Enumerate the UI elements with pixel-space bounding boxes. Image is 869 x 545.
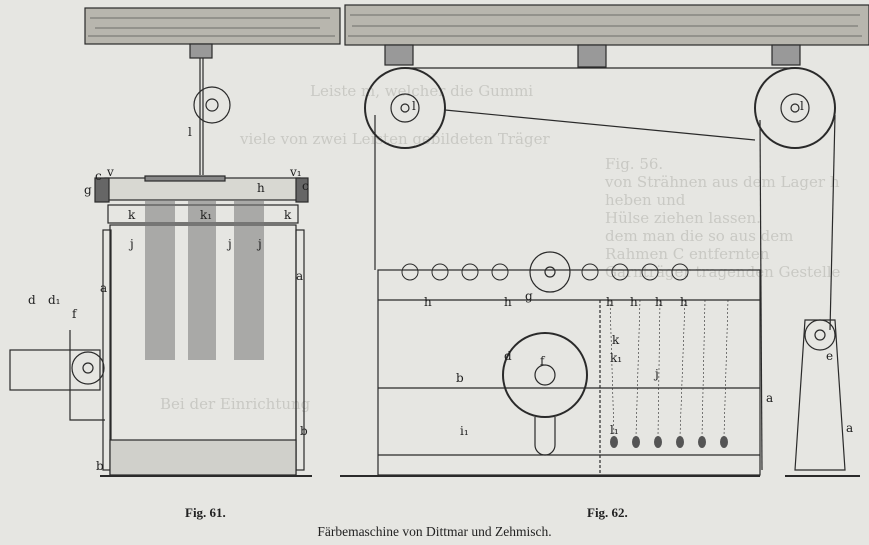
label: e	[826, 349, 834, 363]
drive-wheel	[502, 332, 588, 418]
pulley	[193, 86, 231, 124]
label: b	[96, 459, 104, 473]
label: b	[456, 371, 464, 385]
bleed-line: Hülse ziehen lassen.	[605, 209, 761, 227]
bleed-line: Leiste m, welcher die Gummi	[310, 82, 534, 100]
label: b	[300, 424, 308, 438]
figure-62-label: Fig. 62.	[587, 505, 628, 520]
label: a	[296, 269, 304, 283]
bleed-line: dem man die so aus dem Rahmen C entfernt…	[605, 227, 794, 263]
label: l	[188, 125, 192, 139]
wooden-beam	[84, 7, 341, 45]
label: i₁	[460, 424, 469, 438]
label: v	[107, 165, 114, 179]
bleed-line: viele von zwei Leisten gebildeten Träger	[240, 130, 550, 148]
figure-61-label: Fig. 61.	[185, 505, 226, 520]
label: h	[680, 295, 688, 309]
label: j	[655, 367, 659, 381]
label: k	[612, 333, 620, 347]
gear-g	[529, 251, 571, 293]
bleed-line: von Strähnen aus dem Lager h heben und	[605, 173, 840, 209]
label: f	[72, 307, 77, 321]
label: d₁	[48, 293, 61, 307]
label: h	[504, 295, 512, 309]
bleed-column: Fig. 56. von Strähnen aus dem Lager h he…	[605, 155, 860, 281]
label: f	[540, 354, 545, 368]
label: h	[655, 295, 663, 309]
label: c	[302, 179, 309, 193]
label: c	[95, 169, 102, 183]
label: g	[525, 289, 533, 303]
pulley-right	[754, 67, 836, 149]
label: a	[846, 421, 854, 435]
label: g	[84, 183, 92, 197]
label: d	[504, 349, 512, 363]
label: h	[630, 295, 638, 309]
label: d	[28, 293, 36, 307]
fig62-drawing	[340, 4, 869, 477]
label: h	[424, 295, 432, 309]
label: a	[766, 391, 774, 405]
label: j	[130, 237, 134, 251]
label: l₁	[610, 423, 619, 437]
label: k	[284, 208, 292, 222]
label: k	[128, 208, 136, 222]
label: l	[800, 99, 804, 113]
figure-caption: Färbemaschine von Dittmar und Zehmisch.	[317, 524, 552, 539]
label: k₁	[200, 208, 213, 222]
fig61-drawing	[9, 7, 341, 477]
label: k₁	[610, 351, 623, 365]
label: h	[257, 181, 265, 195]
label: j	[228, 237, 232, 251]
label: l	[412, 99, 416, 113]
label: j	[258, 237, 262, 251]
pedestal	[794, 319, 846, 471]
label: a	[100, 281, 108, 295]
gear	[71, 351, 105, 385]
pulley-left	[364, 67, 446, 149]
label: v₁	[290, 165, 302, 179]
wooden-beam	[344, 4, 869, 46]
bleed-line: Garnträger tragenden Gestelle	[605, 263, 841, 281]
bleed-line: Bei der Einrichtung	[160, 395, 311, 413]
label: h	[606, 295, 614, 309]
bleed-line: Fig. 56.	[605, 155, 664, 173]
